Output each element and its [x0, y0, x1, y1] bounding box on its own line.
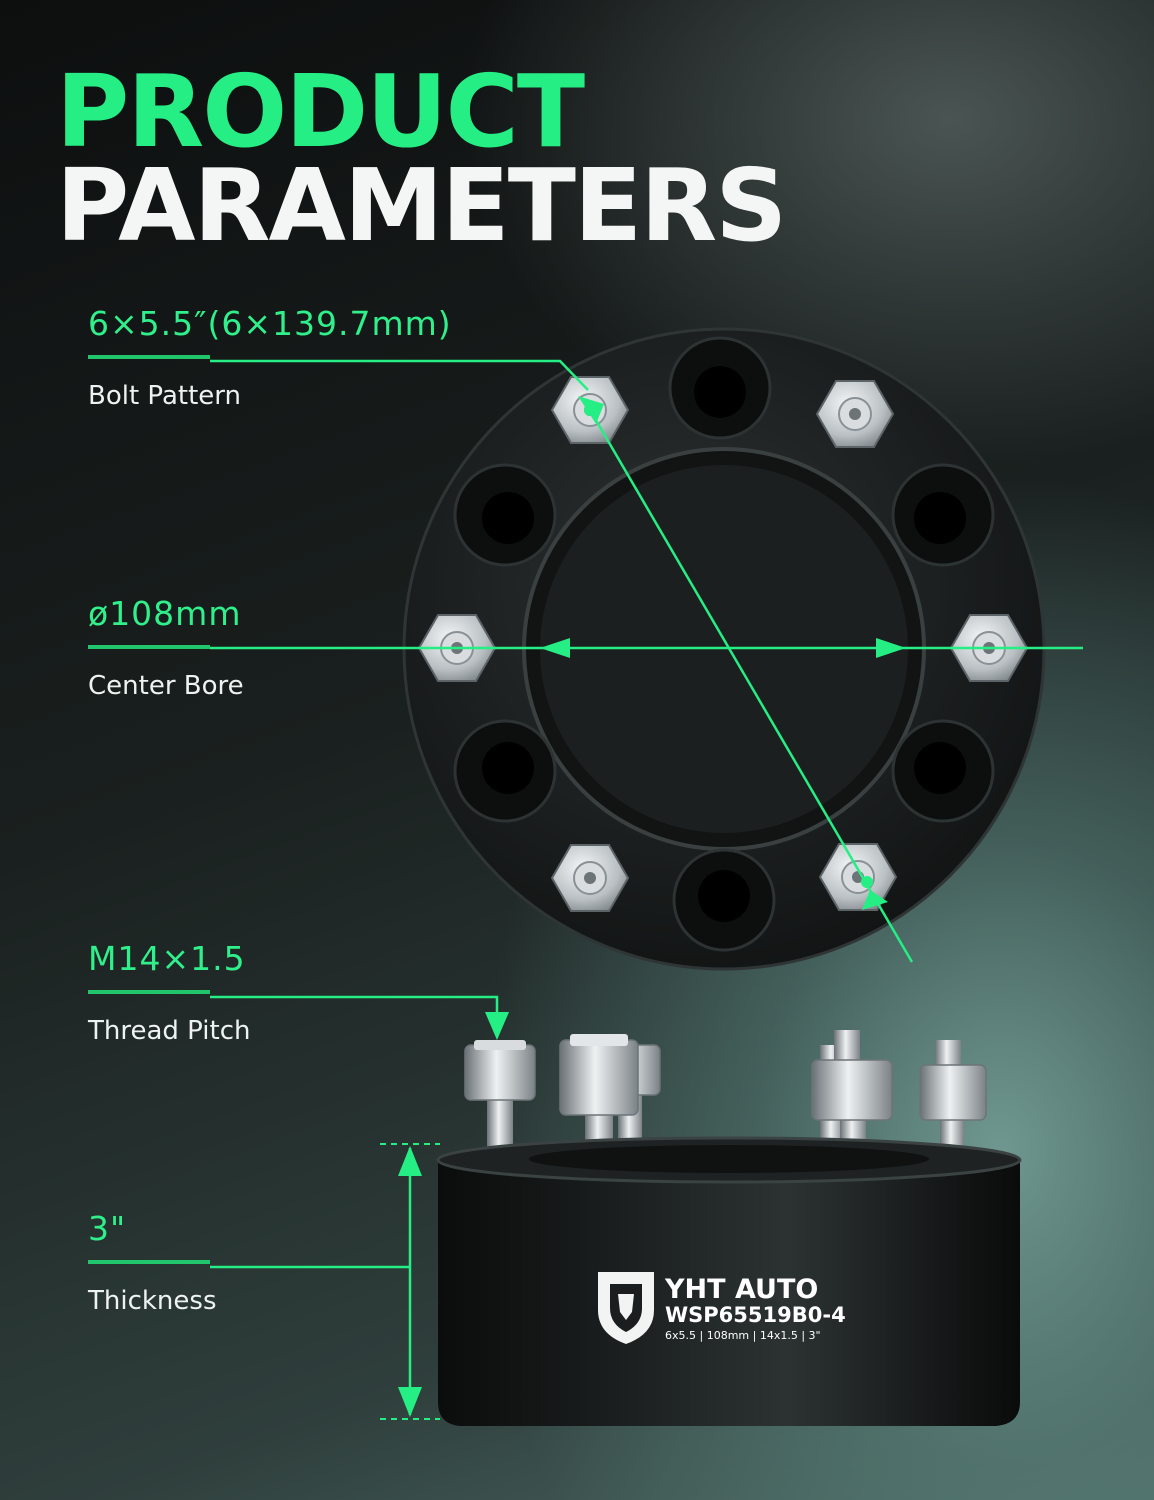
center-bore-label: Center Bore [88, 671, 244, 701]
spec-thread-pitch: M14×1.5 Thread Pitch [88, 939, 250, 1046]
spec-line: 6x5.5 | 108mm | 14x1.5 | 3" [665, 1329, 821, 1342]
thickness-label: Thickness [88, 1286, 217, 1316]
recessed-hole [672, 848, 776, 952]
thickness-value: 3" [88, 1209, 127, 1248]
recessed-hole [453, 719, 557, 823]
lug-nut [550, 844, 630, 912]
wheel-spacer-side-view: YHT AUTO WSP65519B0-4 6x5.5 | 108mm | 14… [436, 1030, 1022, 1426]
recessed-hole [891, 463, 995, 567]
center-bore-value: ø108mm [88, 594, 242, 633]
center-bore-rule [88, 645, 210, 649]
bolt-pattern-value: 6×5.5″(6×139.7mm) [88, 304, 452, 343]
thickness-callout [210, 1143, 440, 1420]
lion-logo-icon [598, 1272, 654, 1344]
thread-pitch-value: M14×1.5 [88, 939, 246, 978]
recessed-hole [453, 463, 557, 567]
title-product: PRODUCT [56, 53, 585, 170]
thread-pitch-rule [88, 990, 210, 994]
recessed-hole [891, 719, 995, 823]
lug-nut [815, 380, 895, 448]
stud-with-nut [464, 1040, 536, 1155]
thickness-rule [88, 1260, 210, 1264]
spec-center-bore: ø108mm Center Bore [88, 594, 244, 701]
thread-pitch-label: Thread Pitch [88, 1016, 251, 1046]
thread-pitch-callout [210, 995, 509, 1040]
bolt-pattern-rule [88, 355, 210, 359]
recessed-hole [668, 336, 772, 440]
stud-with-nut [919, 1040, 987, 1155]
model-number: WSP65519B0-4 [665, 1303, 846, 1327]
spec-thickness: 3" Thickness [88, 1209, 217, 1316]
bolt-pattern-callout [210, 359, 914, 963]
brand-name: YHT AUTO [664, 1274, 818, 1305]
title-parameters: PARAMETERS [56, 147, 787, 264]
spec-bolt-pattern: 6×5.5″(6×139.7mm) Bolt Pattern [88, 304, 452, 411]
center-bore-callout [210, 638, 1083, 658]
lug-nut [818, 843, 898, 911]
bolt-pattern-label: Bolt Pattern [88, 381, 241, 411]
